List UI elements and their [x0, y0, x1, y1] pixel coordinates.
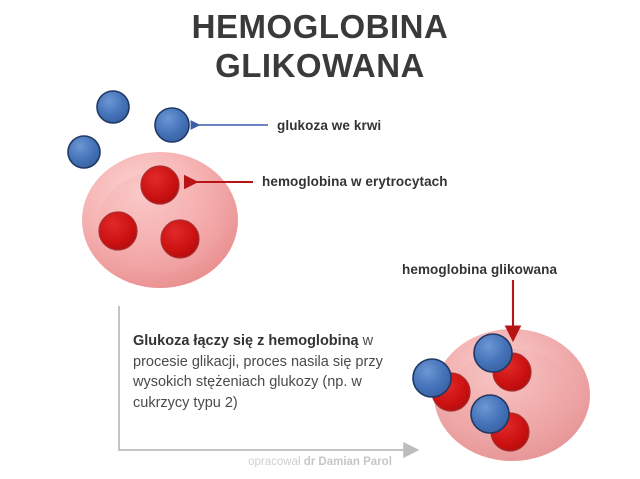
arrow-process-flow: [118, 306, 420, 459]
explanation-bold-lead: Glukoza łączy się z hemoglobiną: [133, 333, 359, 349]
erythrocyte-glycated: [412, 329, 590, 461]
title-line-1: HEMOGLOBINA: [191, 8, 449, 45]
title-line-2: GLIKOWANA: [215, 46, 425, 84]
explanation-rest: w procesie glikacji, proces nasila się p…: [133, 333, 383, 411]
credit-prefix: opracował: [248, 456, 304, 468]
credit-author: dr Damian Parol: [303, 456, 392, 468]
hemoglobin-unit-2: [98, 211, 138, 251]
glycated-pair-2: [412, 358, 471, 412]
hemoglobin-unit-3: [160, 219, 200, 259]
free-glucose-group: [67, 90, 190, 169]
hemoglobin-unit-1: [140, 165, 180, 205]
glycated-pair-1: [473, 333, 532, 392]
label-glucose-in-blood: glukoza we krwi: [277, 118, 382, 133]
glucose-molecule-2: [67, 135, 101, 169]
glycated-pair-3: [470, 394, 530, 452]
glucose-molecule-1: [96, 90, 130, 124]
author-credit: opracował dr Damian Parol: [0, 456, 640, 468]
label-glycated-hemoglobin: hemoglobina glikowana: [402, 262, 558, 277]
label-hemoglobin-in-erythrocytes: hemoglobina w erytrocytach: [262, 174, 448, 189]
glucose-molecule-3: [154, 107, 190, 143]
explanation-paragraph: Glukoza łączy się z hemoglobiną w proces…: [133, 331, 413, 413]
page-title: HEMOGLOBINA GLIKOWANA: [0, 8, 640, 86]
erythrocyte-normal: [82, 152, 238, 288]
